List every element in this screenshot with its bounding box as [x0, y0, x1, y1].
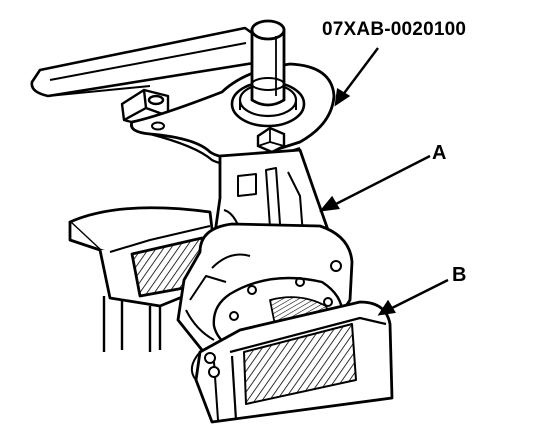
callout-b: B	[452, 264, 467, 286]
case-assembly	[176, 148, 354, 362]
leader-arrow-a	[319, 154, 431, 212]
tool-shaft	[250, 19, 286, 107]
callout-tool-number: 07XAB-0020100	[322, 19, 467, 40]
special-tool-plate	[130, 62, 336, 166]
leader-arrow-b	[377, 278, 449, 316]
leader-arrow-tool	[334, 47, 379, 107]
plate-bolt	[256, 126, 286, 154]
callout-a: A	[432, 142, 447, 164]
vise-jaw-left	[68, 206, 216, 352]
